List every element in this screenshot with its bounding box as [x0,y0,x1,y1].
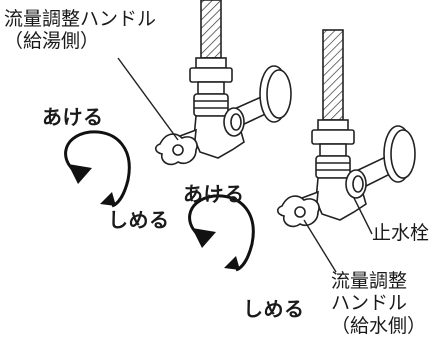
cold-close-text: しめる [243,297,305,321]
hot-arrow-head-open [68,164,92,184]
hot-callout-leader [117,57,179,141]
hot-supply-hose [200,0,222,59]
cold-callout-leader [303,219,337,273]
stop-valve-label: 止水栓 [372,222,430,244]
hot-arrow-head-close [100,192,116,206]
cold-arrow-head-open [192,228,216,248]
cold-open-text: あける [183,182,245,206]
stop-valve-leader [353,197,373,235]
hot-close-text: しめる [108,208,170,232]
cold-arrow-head-close [224,256,240,270]
hot-valve-body [174,65,292,159]
cold-rotation-arrow [188,194,255,272]
cold-supply-hose [322,29,344,121]
cold-hose-nut [311,119,355,179]
hot-handle-label-line2: （給湯側） [4,30,100,53]
hot-hose-nut [189,57,233,117]
hot-handle-label-line1: 流量調整ハンドル [4,8,157,30]
hot-handle-label: 流量調整ハンドル （給湯側） [4,8,156,53]
hot-open-text: あける [42,105,104,129]
hot-flow-handle [154,133,198,166]
cold-handle-label: 流量調整 ハンドル （給水側） [331,270,426,337]
cold-handle-label-line1: 流量調整 [331,270,408,292]
cold-valve-body [296,125,416,221]
hot-rotation-arrow [64,130,131,208]
cold-handle-label-line3: （給水側） [331,314,427,337]
cold-flow-handle [276,195,320,228]
cold-handle-label-line2: ハンドル [331,292,408,315]
